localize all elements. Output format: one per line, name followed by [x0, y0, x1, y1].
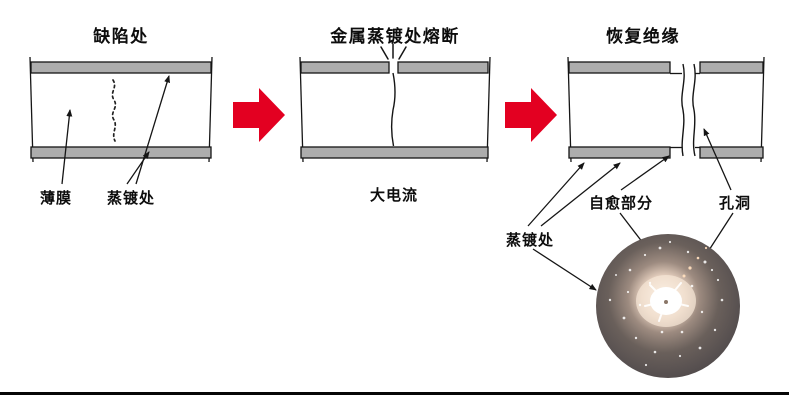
hole-edge-right: [692, 63, 696, 157]
film-cross-section-restored: [567, 56, 765, 163]
film-cross-section-fusing: [299, 56, 491, 163]
stage2-title: 金属蒸镀处熔断: [330, 27, 460, 47]
stage3-title: 恢复绝缘: [606, 27, 680, 47]
film-label: 薄膜: [39, 189, 73, 207]
metallized-layer-top-left: [300, 61, 390, 74]
stage1-title: 缺陷处: [93, 27, 149, 47]
metallized-layer-bottom-right: [699, 146, 764, 159]
metallized-layer-top: [30, 61, 212, 74]
defect-pointer-arrows: [61, 75, 170, 185]
metallized-layer-top-right: [397, 61, 489, 74]
fuse-crack-line: [390, 72, 396, 147]
metallized-layer-bottom: [30, 146, 212, 159]
hole-label: 孔洞: [718, 194, 752, 212]
metallized-layer-top-right: [699, 61, 764, 74]
bottom-divider: [0, 392, 789, 395]
defect-squiggle: [111, 79, 117, 142]
film-cross-section-defect: [29, 56, 213, 163]
photo-speckles: [608, 237, 724, 367]
metallized-layer-top-left: [568, 61, 671, 74]
photo-center-rays: [644, 282, 689, 322]
metallized-layer-bottom: [300, 146, 489, 159]
metallized-label-left: 蒸镀处: [106, 189, 156, 207]
metallized-label-right: 蒸镀处: [505, 231, 555, 249]
metallized-layer-bottom-left: [568, 146, 671, 159]
flow-arrow-2-icon: [505, 88, 557, 142]
hole-edge-left: [681, 63, 685, 157]
flow-arrow-1-icon: [233, 88, 285, 142]
self-healed-label: 自愈部分: [588, 194, 654, 212]
large-current-label: 大电流: [369, 186, 419, 204]
spark-marks-icon: [380, 43, 407, 60]
self-healing-photo: [596, 234, 740, 378]
